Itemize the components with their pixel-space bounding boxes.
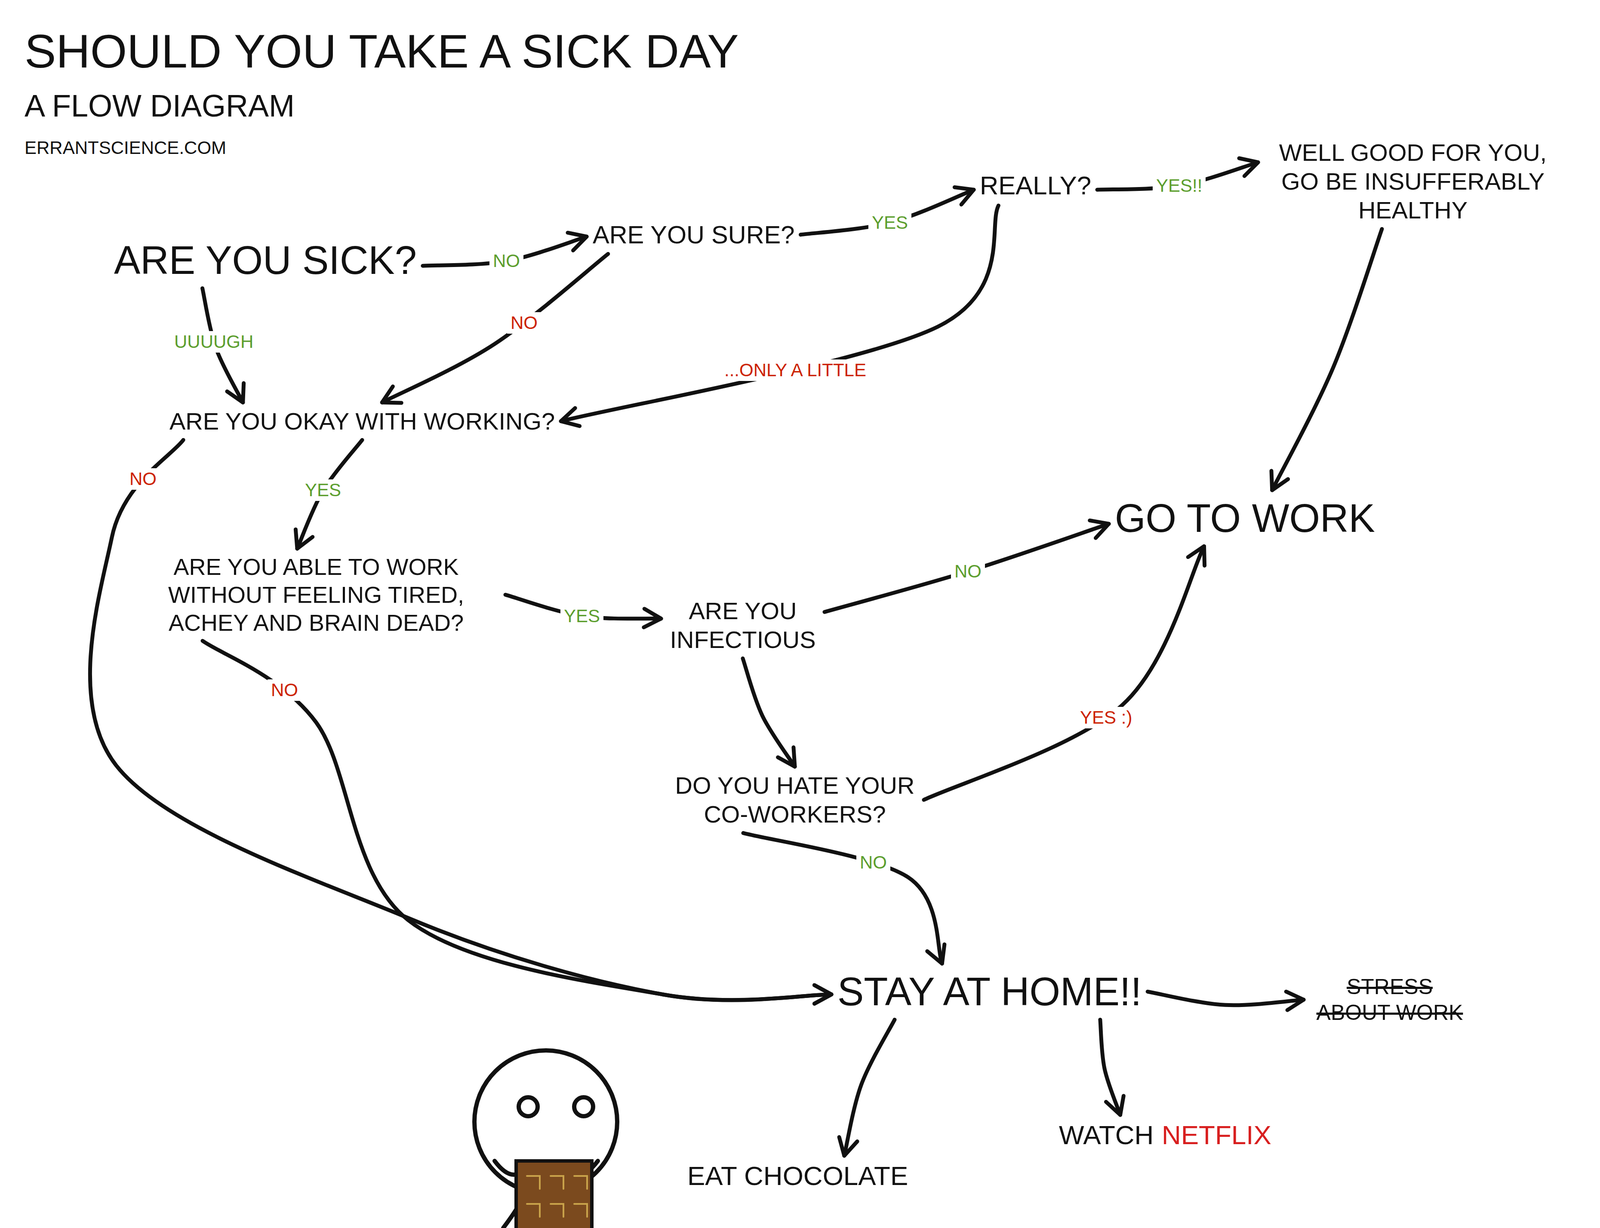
arrow-line — [800, 189, 974, 235]
flow-node: DO YOU HATE YOUR CO-WORKERS? — [665, 766, 924, 834]
flow-arrow — [1100, 1019, 1124, 1116]
edge-label: NO — [267, 679, 302, 702]
arrow-line — [743, 833, 942, 964]
chocolate-bar — [516, 1161, 592, 1228]
edge-label: NO — [126, 468, 160, 490]
node-text: STRESS ABOUT WORK — [1316, 975, 1464, 1025]
edge-label: YES — [301, 479, 345, 502]
node-text: ARE YOU SICK? — [113, 238, 417, 283]
flow-arrow — [839, 1019, 895, 1157]
flow-node: ARE YOU ABLE TO WORK WITHOUT FEELING TIR… — [126, 548, 506, 641]
subtitle: A FLOW DIAGRAM — [24, 88, 295, 124]
flow-arrow — [1271, 229, 1382, 491]
arrowhead — [1187, 546, 1205, 566]
flow-arrow — [824, 520, 1109, 613]
edge-label: ...ONLY A LITTLE — [720, 359, 870, 382]
flow-node: ARE YOU SURE? — [586, 215, 801, 255]
node-text: NETFLIX — [1161, 1120, 1272, 1151]
flow-arrow — [742, 658, 795, 767]
node-text: ARE YOU INFECTIOUS — [669, 597, 816, 654]
flow-node: REALLY? — [973, 166, 1098, 206]
arrow-line — [742, 658, 795, 767]
flow-node: ARE YOU SICK? — [107, 232, 423, 289]
flow-arrow — [505, 594, 662, 628]
arrowhead — [927, 944, 945, 964]
node-text: ARE YOU OKAY WITH WORKING? — [169, 407, 555, 435]
stick-figure — [474, 1050, 618, 1228]
flow-node: EAT CHOCOLATE — [681, 1156, 914, 1197]
node-text: STAY AT HOME!! — [837, 969, 1142, 1014]
flow-node: STRESS ABOUT WORK — [1303, 969, 1476, 1031]
figure-eye — [518, 1097, 538, 1117]
arrow-line — [1147, 991, 1304, 1006]
arrow-line — [844, 1019, 895, 1157]
edge-label: NO — [489, 250, 524, 272]
arrow-line — [824, 523, 1109, 613]
arrow-line — [1272, 229, 1382, 491]
arrowhead — [560, 408, 580, 427]
arrow-line — [1100, 1019, 1121, 1116]
watermark: ERRANTSCIENCE.COM — [24, 137, 227, 159]
flow-arrow — [923, 546, 1205, 800]
arrowhead — [1271, 470, 1289, 491]
flow-arrow — [800, 187, 974, 235]
arrowhead — [814, 985, 832, 1004]
chocolate-squares — [526, 1176, 588, 1218]
edge-label: YES — [868, 212, 912, 234]
edge-label: YES!! — [1152, 175, 1206, 197]
flow-arrow — [743, 833, 945, 964]
flow-node: WELL GOOD FOR YOU, GO BE INSUFFERABLY HE… — [1258, 133, 1568, 230]
arrowhead — [778, 747, 795, 767]
arrowhead — [1239, 158, 1259, 176]
arrowhead — [1089, 520, 1109, 539]
arrowhead — [295, 529, 313, 549]
arrowhead — [381, 386, 402, 404]
edge-label: YES — [560, 605, 604, 628]
flow-node: ARE YOU OKAY WITH WORKING? — [163, 402, 561, 440]
flow-arrow — [89, 440, 832, 1004]
arrowhead — [643, 609, 662, 628]
flow-node: ARE YOU INFECTIOUS — [661, 592, 825, 659]
edge-label: NO — [950, 560, 985, 583]
arrowhead — [227, 383, 244, 403]
node-text: GO TO WORK — [1114, 496, 1376, 541]
flow-arrow — [1147, 991, 1304, 1011]
node-text: DO YOU HATE YOUR CO-WORKERS? — [675, 772, 915, 828]
arrowhead — [954, 187, 974, 205]
node-text: WELL GOOD FOR YOU, GO BE INSUFFERABLY HE… — [1279, 138, 1547, 224]
edge-label: YES :) — [1076, 707, 1136, 729]
arrowhead — [567, 232, 587, 251]
flow-arrow — [295, 440, 363, 549]
arrowhead — [1286, 991, 1304, 1011]
node-text: EAT CHOCOLATE — [687, 1161, 908, 1191]
diagram-title: SHOULD YOU TAKE A SICK DAY — [24, 23, 739, 79]
arrow-line — [560, 205, 999, 422]
arrowhead — [839, 1137, 858, 1157]
arrowhead — [1105, 1096, 1124, 1116]
figure-eye — [574, 1097, 594, 1117]
flow-arrow — [560, 205, 999, 427]
edge-label: UUUUGH — [170, 331, 257, 353]
flow-node: WATCHNETFLIX — [1052, 1115, 1278, 1156]
arrow-line — [923, 546, 1205, 800]
arrow-line — [297, 440, 363, 549]
node-text: WATCH — [1058, 1120, 1154, 1151]
flow-node: GO TO WORK — [1108, 490, 1382, 547]
node-text: ARE YOU ABLE TO WORK WITHOUT FEELING TIR… — [168, 553, 465, 636]
arrow-line — [89, 440, 832, 1001]
node-text: ARE YOU SURE? — [592, 220, 795, 249]
flow-node: STAY AT HOME!! — [831, 963, 1148, 1020]
node-text: REALLY? — [979, 171, 1092, 200]
edge-label: NO — [856, 852, 891, 874]
edge-label: NO — [507, 312, 542, 334]
